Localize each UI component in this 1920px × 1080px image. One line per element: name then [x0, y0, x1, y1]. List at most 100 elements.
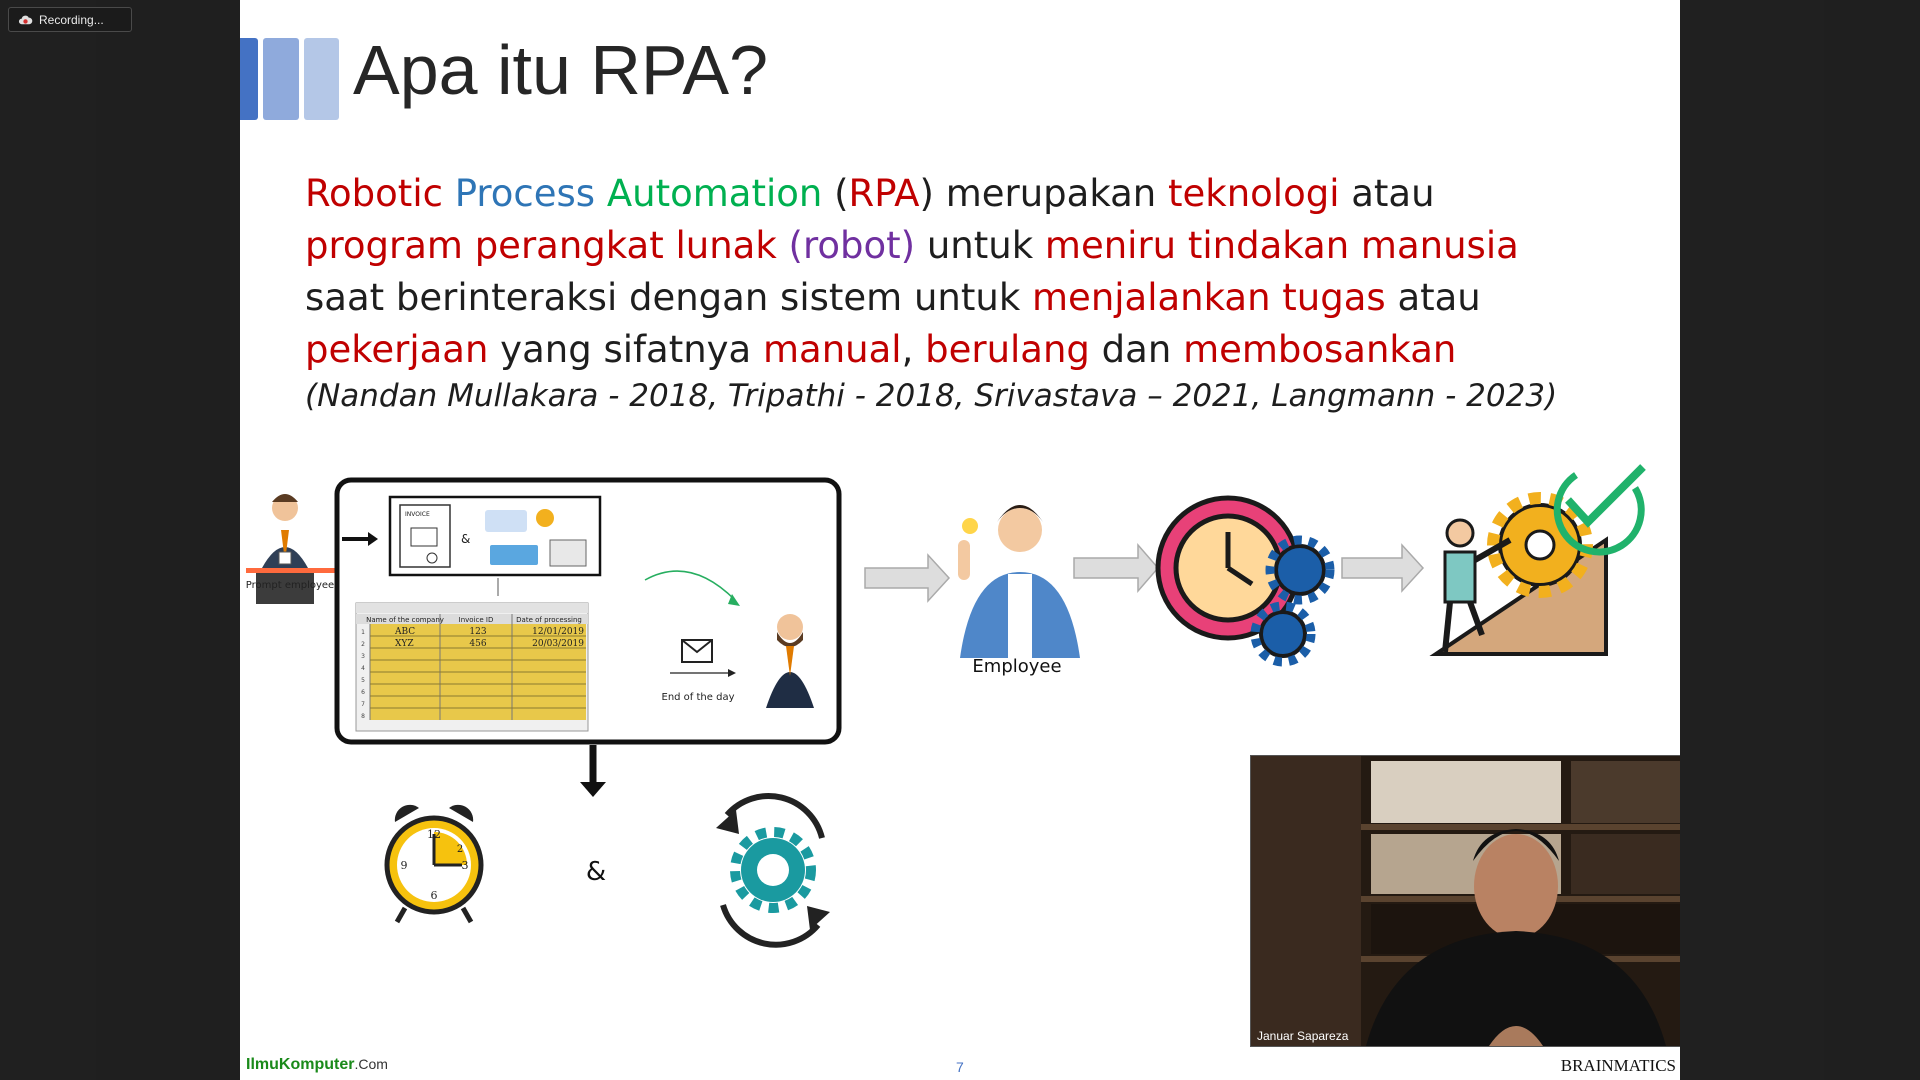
alarm-clock-icon [384, 804, 484, 924]
title-accent-bar-3 [304, 38, 339, 120]
arrow-right-grey [864, 553, 951, 603]
footer-brand-brainmatics: BRAINMATICS [1560, 1056, 1676, 1075]
word-berulang: berulang [925, 328, 1090, 371]
data-sources-illustration [485, 509, 587, 567]
table-cell: XYZ [395, 639, 414, 649]
participant-name: Januar Sapareza [1257, 1029, 1349, 1043]
row-number: 3 [361, 653, 365, 660]
text-fragment: , [901, 328, 926, 371]
row-number: 1 [361, 629, 365, 636]
prompt-employee-label: Prompt employee [246, 580, 334, 591]
space [595, 172, 607, 215]
word-teknologi: teknologi [1168, 172, 1340, 215]
text-fragment: atau [1339, 172, 1435, 215]
clock-number: 3 [462, 859, 469, 872]
arrow-head [368, 532, 378, 546]
participant-video-tile[interactable]: Januar Sapareza [1250, 755, 1680, 1047]
word-pekerjaan: pekerjaan [305, 328, 489, 371]
rpa-diagram: Prompt employee INVOICE & [246, 464, 1646, 948]
word-process: Process [454, 172, 596, 215]
table-cell: 456 [469, 639, 486, 649]
invoice-ampersand: & [461, 532, 470, 546]
spreadsheet-illustration [355, 602, 589, 732]
table-cell: ABC [394, 627, 415, 637]
recording-indicator[interactable]: Recording... [8, 7, 132, 32]
table-cell: 12/01/2019 [532, 627, 584, 637]
success-climb-icon [1429, 492, 1608, 656]
phrase-program: program perangkat lunak [305, 224, 777, 267]
clock-number: 12 [427, 828, 441, 841]
definition-line-3: saat berinteraksi dengan sistem untuk me… [305, 272, 1605, 324]
text-fragment: atau [1385, 276, 1481, 319]
table-cell: 123 [469, 627, 486, 637]
invoice-icon [399, 504, 451, 568]
text-fragment: untuk [915, 224, 1045, 267]
text-fragment: ( [822, 172, 849, 215]
text-fragment: ) merupakan [919, 172, 1168, 215]
check-circle-icon [1553, 464, 1646, 556]
employee-illustration [958, 505, 1080, 658]
manager-illustration [766, 614, 814, 708]
word-automation: Automation [606, 172, 823, 215]
end-of-day-label: End of the day [662, 692, 735, 703]
process-box [334, 477, 842, 745]
row-number: 2 [361, 641, 365, 648]
invoice-label: INVOICE [405, 511, 430, 518]
envelope-icon [681, 639, 713, 663]
definition-line-1: Robotic Process Automation (RPA) merupak… [305, 168, 1605, 220]
citation: (Nandan Mullakara - 2018, Tripathi - 201… [305, 378, 1558, 414]
arrow-right-grey [1341, 543, 1425, 593]
table-header-date: Date of processing [516, 616, 582, 624]
lightbulb-icon [962, 518, 978, 534]
text-fragment: yang sifatnya [488, 328, 763, 371]
word-rpa: RPA [848, 172, 920, 215]
arrow-head [580, 782, 606, 797]
curved-arrow [644, 570, 736, 601]
footer-brand-ilmukomputer: IlmuKomputer.Com [246, 1056, 388, 1074]
text-fragment: saat berinteraksi dengan sistem untuk [305, 276, 1033, 319]
footer-brand-suffix: .Com [354, 1056, 388, 1072]
clock-number: 6 [431, 889, 438, 902]
right-panel [1680, 0, 1824, 1080]
arrow-right-grey [1073, 542, 1159, 594]
repeat-gear-icon [716, 793, 830, 948]
text-fragment: dan [1089, 328, 1184, 371]
employee-label: Employee [972, 656, 1061, 677]
row-number: 7 [361, 701, 365, 708]
arrow-head [728, 594, 740, 606]
word-membosankan: membosankan [1183, 328, 1457, 371]
definition-line-2: program perangkat lunak (robot) untuk me… [305, 220, 1605, 272]
arrow-head [728, 669, 736, 677]
table-header-invoice: Invoice ID [459, 616, 494, 624]
row-number: 6 [361, 689, 365, 696]
definition-line-4: pekerjaan yang sifatnya manual, berulang… [305, 324, 1605, 376]
row-number: 4 [361, 665, 365, 672]
clock-number: 2 [457, 844, 463, 855]
page-number: 7 [956, 1059, 964, 1075]
slide-title: Apa itu RPA? [353, 31, 769, 109]
definition-text: Robotic Process Automation (RPA) merupak… [305, 168, 1605, 376]
phrase-meniru: meniru tindakan manusia [1044, 224, 1519, 267]
word-manual: manual [763, 328, 902, 371]
space [443, 172, 455, 215]
table-header-company: Name of the company [366, 616, 444, 624]
clock-number: 9 [401, 859, 408, 872]
recording-cloud-icon [18, 15, 33, 25]
left-panel [0, 0, 96, 1080]
recording-label: Recording... [39, 12, 104, 27]
title-accent-bar-2 [263, 38, 299, 120]
row-number: 5 [361, 677, 365, 684]
phrase-menjalankan: menjalankan tugas [1032, 276, 1386, 319]
space [777, 224, 789, 267]
title-accent-bar-1 [240, 38, 258, 120]
presentation-slide: Apa itu RPA? Robotic Process Automation … [240, 0, 1680, 1080]
clock-gears-icon [1155, 495, 1335, 667]
word-robotic: Robotic [305, 172, 443, 215]
row-number: 8 [361, 713, 365, 720]
footer-brand-name: IlmuKomputer [246, 1056, 355, 1073]
ampersand-big: & [586, 857, 606, 887]
word-robot: (robot) [788, 224, 916, 267]
video-frame [1251, 756, 1680, 1046]
prompt-employee-illustration [246, 494, 336, 604]
table-cell: 20/03/2019 [532, 639, 584, 649]
